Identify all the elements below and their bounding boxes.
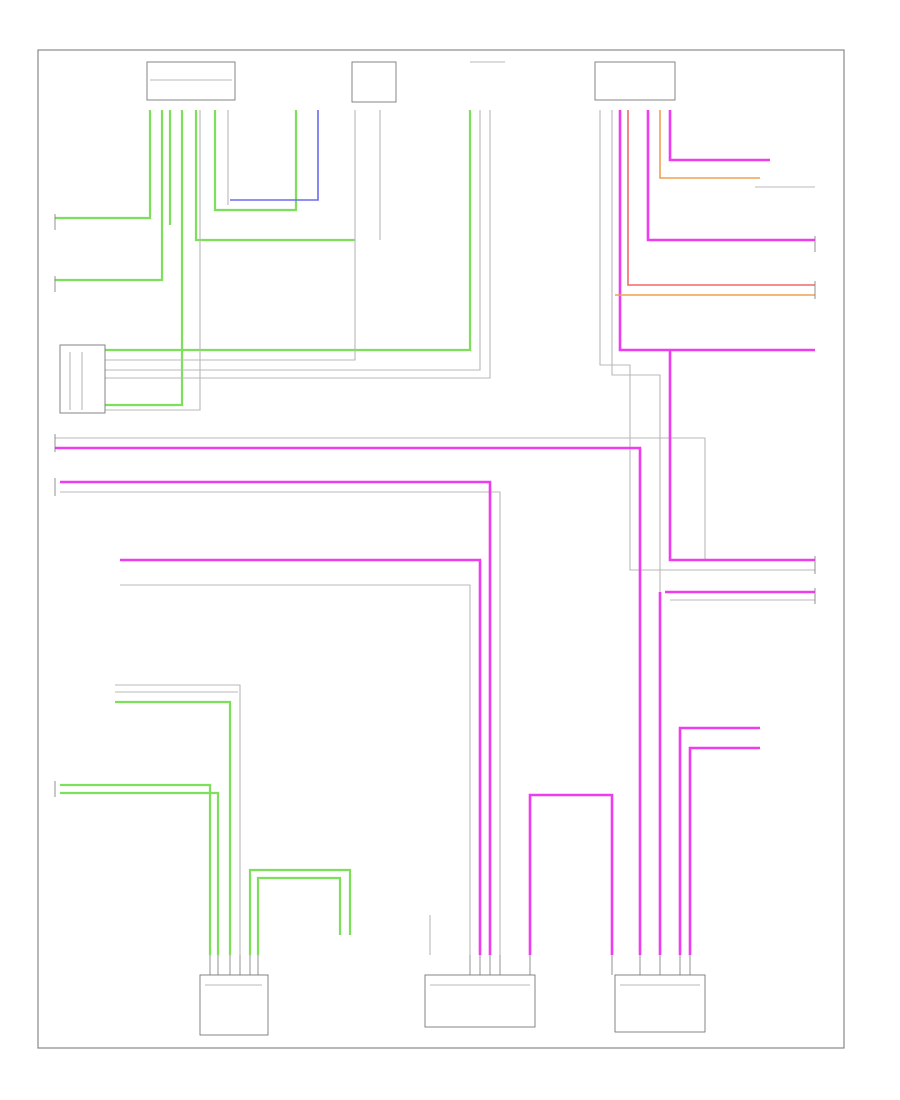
- left-connector: [59, 344, 106, 414]
- bottom-connector-left: [199, 974, 269, 1036]
- top-module-2: [351, 61, 397, 103]
- bottom-pin-stubs: [209, 955, 691, 975]
- orange-wire-2: [659, 110, 760, 179]
- diagram-frame: [37, 49, 845, 1049]
- top-left-module: [146, 61, 236, 101]
- green-wires: [55, 110, 472, 955]
- bottom-connector-right: [614, 974, 706, 1033]
- top-right-module: [594, 61, 676, 101]
- bottom-connector-center: [424, 974, 536, 1028]
- pink-wires: [55, 110, 815, 955]
- gray-wires: [55, 110, 815, 955]
- blue-wire: [230, 110, 319, 201]
- red-wire: [627, 110, 815, 286]
